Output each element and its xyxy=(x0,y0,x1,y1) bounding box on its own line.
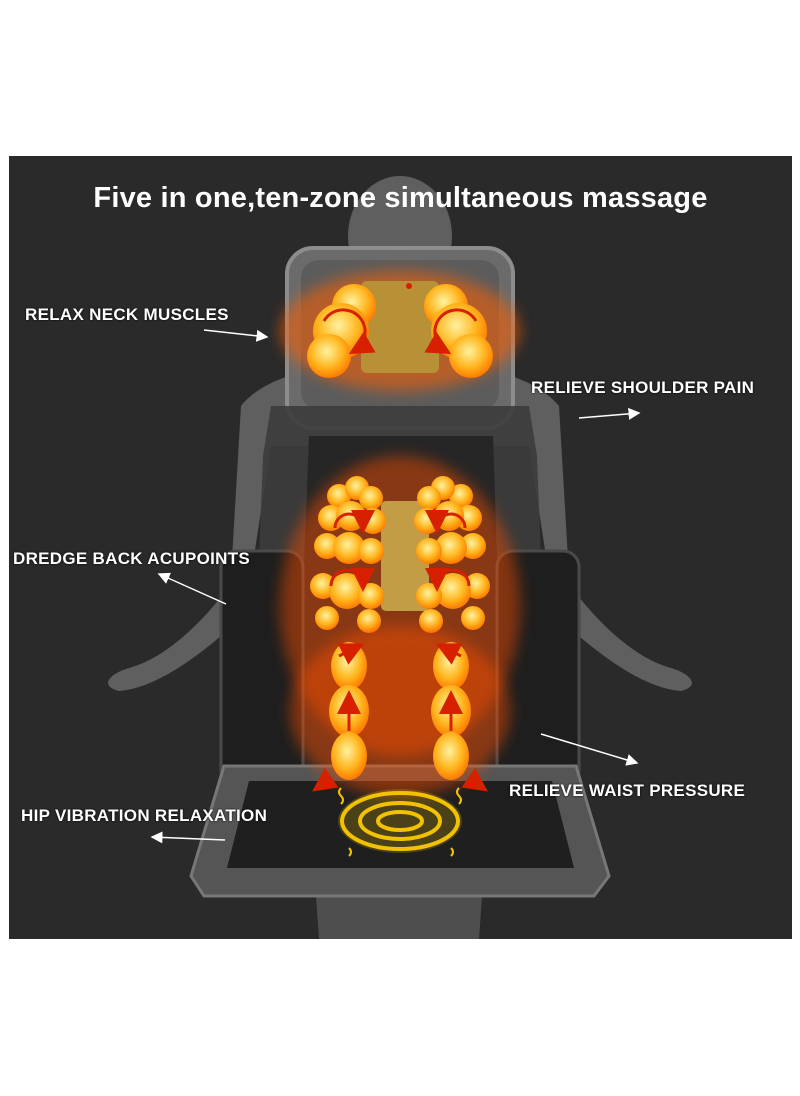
label-dredge-back: DREDGE BACK ACUPOINTS xyxy=(13,549,251,568)
headline: Five in one,ten-zone simultaneous massag… xyxy=(93,182,708,214)
neck-callout-arrow xyxy=(203,329,269,342)
shoulder-callout-arrow xyxy=(578,407,641,420)
waist-callout-arrow xyxy=(540,733,639,766)
label-relieve-waist: RELIEVE WAIST PRESSURE xyxy=(509,781,746,800)
callout-arrows xyxy=(150,329,641,844)
label-relax-neck: RELAX NECK MUSCLES xyxy=(25,305,229,324)
back-callout-arrow xyxy=(157,572,227,605)
hip-vibration-zone xyxy=(338,787,462,857)
neck-massage-nodes xyxy=(280,271,520,391)
waist-massage-nodes xyxy=(290,626,510,796)
massage-cushion-illustration xyxy=(108,176,692,939)
label-hip-vibration: HIP VIBRATION RELAXATION xyxy=(21,806,268,825)
label-relieve-shoulder: RELIEVE SHOULDER PAIN xyxy=(531,378,755,397)
hip-callout-arrow xyxy=(150,831,226,844)
product-image-panel: Five in one,ten-zone simultaneous massag… xyxy=(9,156,792,939)
